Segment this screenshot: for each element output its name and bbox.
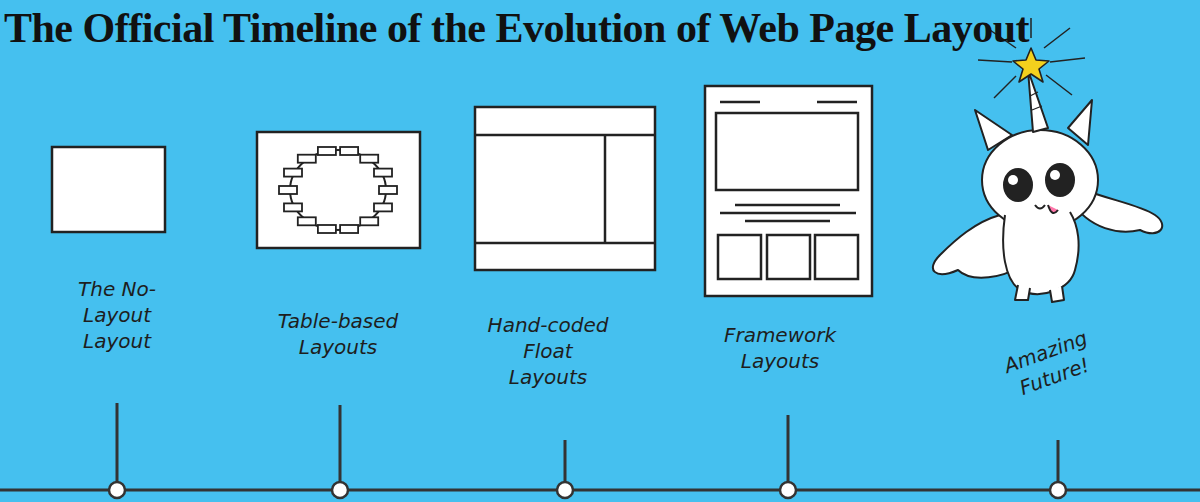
table-layout-icon (257, 132, 420, 248)
float-layout-icon (475, 107, 655, 270)
page-title: The Official Timeline of the Evolution o… (4, 4, 1029, 52)
era-label: Amazing Future! (989, 321, 1110, 407)
era-label: The No-Layout Layout (61, 276, 173, 354)
no-layout-icon (52, 147, 165, 232)
era-label: Table-based Layouts (271, 308, 406, 360)
unicorn-cat (933, 18, 1162, 302)
timeline (0, 403, 1200, 498)
era-label: Hand-coded Float Layouts (484, 312, 612, 390)
framework-layout-icon (705, 86, 872, 296)
era-label: Framework Layouts (718, 322, 843, 374)
